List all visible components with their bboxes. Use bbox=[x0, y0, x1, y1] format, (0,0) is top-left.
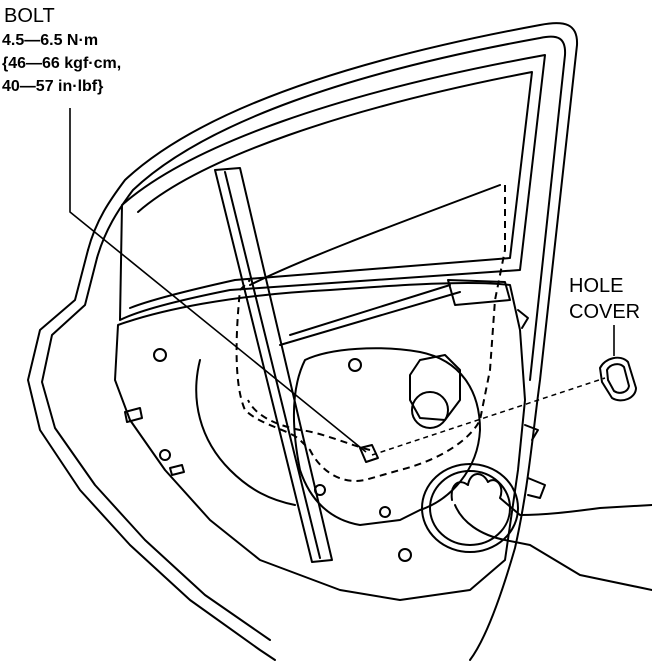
cable-route-dashed bbox=[235, 185, 506, 482]
door-outer-frame-inner bbox=[96, 35, 567, 381]
hole-cover-inner bbox=[606, 363, 630, 394]
door-latch bbox=[447, 279, 511, 306]
latch-rod bbox=[279, 291, 461, 346]
bolt-torque-kgfcm: {46—66 kgf·cm, bbox=[2, 55, 122, 72]
panel-slot-1 bbox=[124, 407, 143, 423]
side-bracket-3 bbox=[527, 477, 546, 499]
bolt-leader-line bbox=[69, 108, 367, 453]
hand bbox=[450, 473, 652, 591]
panel-contour-left bbox=[195, 359, 296, 506]
bolt bbox=[359, 444, 379, 463]
side-bracket-2 bbox=[524, 424, 539, 441]
door-lower-edge bbox=[27, 249, 276, 661]
panel-hole-1 bbox=[153, 348, 167, 362]
side-bracket bbox=[517, 309, 529, 329]
hole-cover-label-line2: COVER bbox=[569, 301, 641, 323]
bolt-torque-inlbf: 40—57 in·lbf} bbox=[2, 78, 104, 95]
window-frame bbox=[119, 54, 546, 321]
door-lower-edge-inner bbox=[41, 257, 271, 641]
panel-hole-3 bbox=[314, 484, 326, 496]
panel-slot-2 bbox=[169, 464, 185, 476]
panel-hole-2 bbox=[159, 449, 171, 461]
guide-rail bbox=[214, 167, 333, 563]
cable-route-dashed-2 bbox=[247, 399, 371, 451]
latch-rod-2 bbox=[289, 284, 451, 336]
inner-panel bbox=[114, 281, 526, 601]
service-hole bbox=[421, 463, 519, 553]
window-glass-edge bbox=[249, 184, 501, 286]
hole-cover bbox=[599, 356, 637, 402]
door-outer-frame bbox=[87, 22, 579, 661]
guide-rail-inner bbox=[224, 171, 321, 559]
panel-hole-6 bbox=[398, 548, 412, 562]
bolt-torque-nm: 4.5—6.5 N·m bbox=[2, 32, 99, 49]
panel-hole-5 bbox=[348, 358, 362, 372]
hole-cover-label-line1: HOLE bbox=[569, 275, 624, 297]
service-hole-inner bbox=[429, 470, 511, 546]
window-motor-gear bbox=[411, 391, 449, 429]
panel-hole-4 bbox=[379, 506, 391, 518]
service-hole-contour bbox=[292, 347, 481, 526]
bolt-label: BOLT bbox=[4, 5, 55, 27]
hole-cover-pointer-line bbox=[371, 377, 606, 456]
window-motor bbox=[409, 354, 461, 421]
